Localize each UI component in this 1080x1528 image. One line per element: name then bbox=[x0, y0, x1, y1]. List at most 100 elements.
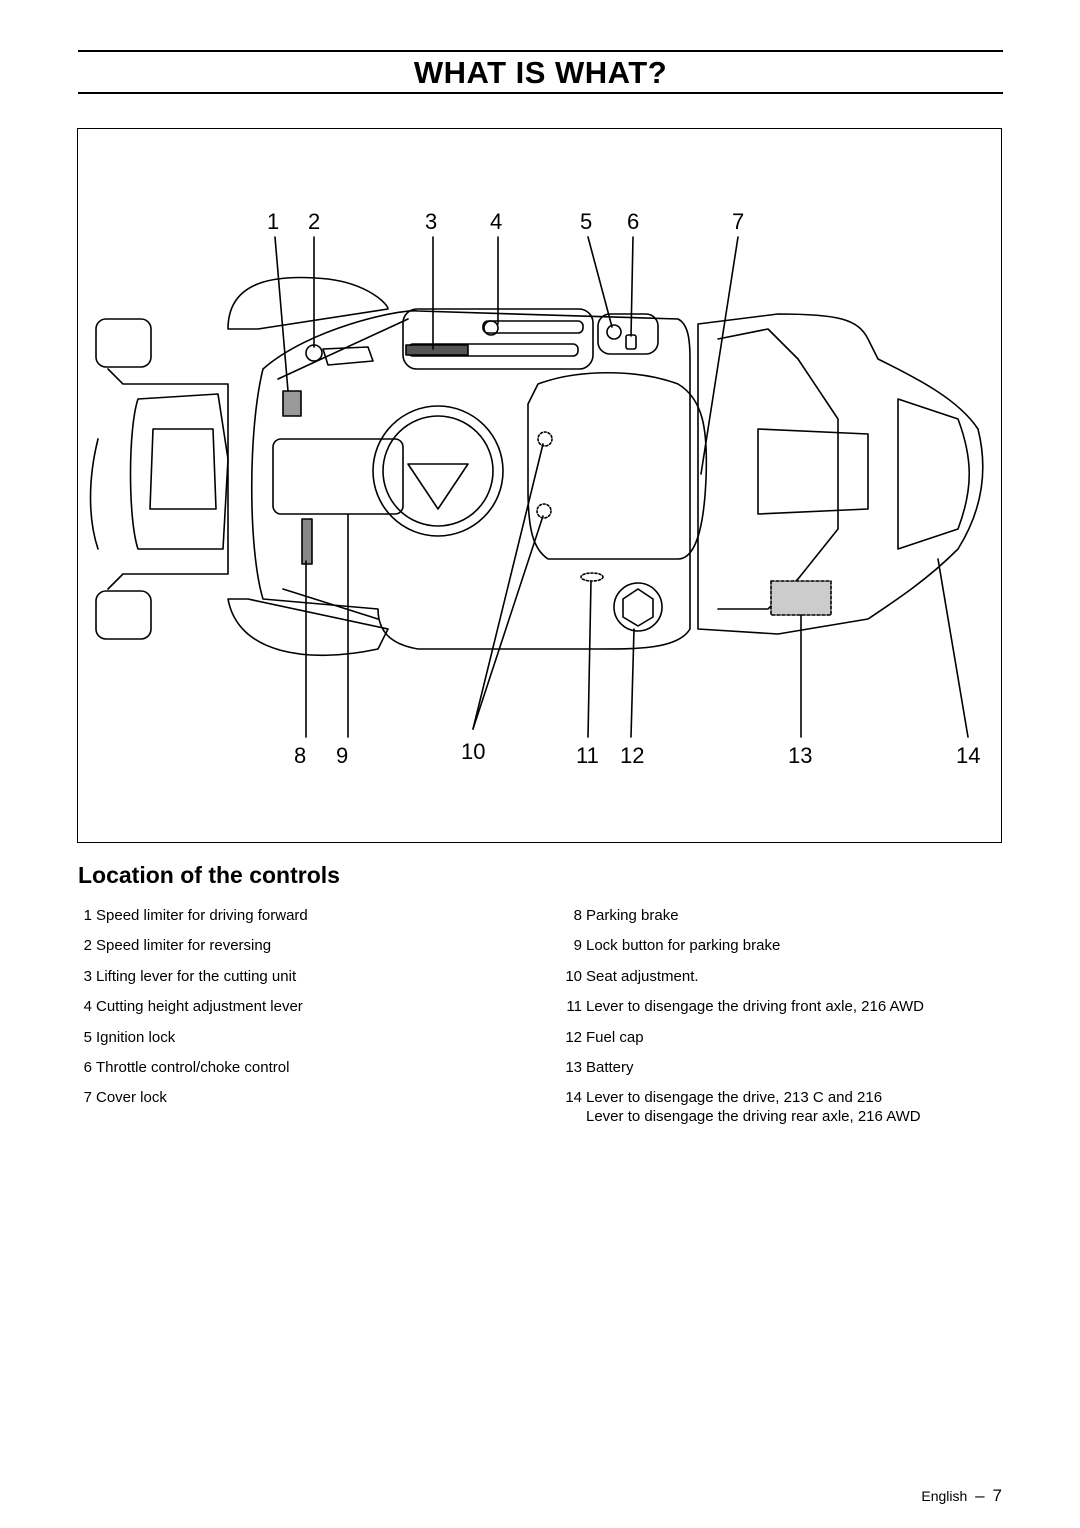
fuel-cap bbox=[613, 582, 663, 632]
footer-separator: – bbox=[975, 1486, 985, 1505]
legend-number: 3 bbox=[83, 967, 92, 985]
callout-line-10a bbox=[472, 443, 544, 730]
speed-limiter-reverse-lever bbox=[282, 390, 302, 417]
legend-label: Cover lock bbox=[96, 1089, 167, 1107]
seat-adjust-rear bbox=[536, 503, 552, 519]
parking-brake-pedal bbox=[301, 518, 313, 565]
legend-number: 6 bbox=[83, 1058, 92, 1076]
legend-label: Speed limiter for driving forward bbox=[96, 907, 308, 924]
callout-13: 13 bbox=[788, 743, 812, 768]
callout-6: 6 bbox=[627, 209, 639, 234]
callout-line-10b bbox=[472, 515, 544, 730]
legend-label-line1: Lever to disengage the drive, 213 C and … bbox=[586, 1089, 883, 1107]
seat-adjust-front bbox=[537, 431, 553, 447]
callout-line-12 bbox=[630, 628, 635, 738]
steering-wheel bbox=[372, 405, 504, 537]
legend-label: Throttle control/choke control bbox=[96, 1058, 290, 1076]
legend-number: 8 bbox=[573, 907, 582, 924]
callout-line-1 bbox=[274, 236, 289, 392]
throttle-control-icon bbox=[625, 334, 637, 350]
callout-8: 8 bbox=[294, 743, 306, 768]
legend-number: 9 bbox=[573, 937, 582, 955]
callout-line-14 bbox=[937, 558, 969, 738]
legend-label: Battery bbox=[586, 1058, 634, 1076]
callout-10: 10 bbox=[461, 739, 485, 764]
legend-label: Fuel cap bbox=[586, 1028, 644, 1046]
height-adjust-slot bbox=[482, 320, 584, 334]
rear-wheel-top bbox=[95, 318, 152, 368]
callout-11: 11 bbox=[576, 743, 599, 768]
mower-top-view-drawing: 1 2 3 4 5 6 7 8 9 10 11 12 13 14 bbox=[89, 209, 984, 768]
engine-hood bbox=[697, 313, 984, 635]
legend-number: 5 bbox=[83, 1028, 92, 1046]
callout-5: 5 bbox=[580, 209, 592, 234]
callout-7: 7 bbox=[732, 209, 744, 234]
legend-number: 4 bbox=[83, 998, 92, 1016]
callout-4: 4 bbox=[490, 209, 502, 234]
callout-line-5 bbox=[587, 236, 613, 328]
callout-14: 14 bbox=[956, 743, 980, 768]
seat bbox=[527, 372, 708, 560]
height-adjust-knob bbox=[483, 320, 499, 336]
callout-3: 3 bbox=[425, 209, 437, 234]
callout-line-7 bbox=[700, 236, 739, 475]
legend-label: Seat adjustment. bbox=[586, 967, 699, 985]
legend-label: Lever to disengage the drive, 213 C and … bbox=[586, 1088, 921, 1126]
rear-wheel-bottom bbox=[95, 590, 152, 640]
callout-12: 12 bbox=[620, 743, 644, 768]
rear-hood bbox=[129, 393, 229, 550]
footer-language: English bbox=[921, 1488, 968, 1504]
rear-frame bbox=[107, 368, 229, 590]
awd-lever bbox=[580, 572, 604, 582]
front-grille bbox=[897, 398, 970, 550]
legend-number: 7 bbox=[83, 1089, 92, 1107]
legend-number: 10 bbox=[565, 967, 582, 985]
callout-1: 1 bbox=[267, 209, 279, 234]
callout-2: 2 bbox=[308, 209, 320, 234]
legend-label: Lock button for parking brake bbox=[586, 937, 781, 955]
callout-9: 9 bbox=[336, 743, 348, 768]
legend-number: 2 bbox=[83, 937, 92, 955]
page-title: WHAT IS WHAT? bbox=[413, 55, 668, 90]
lift-lever-handle bbox=[405, 344, 469, 356]
header-rule-bottom bbox=[78, 92, 1003, 94]
page-number: 7 bbox=[992, 1486, 1002, 1505]
legend-number: 12 bbox=[565, 1028, 582, 1046]
legend-number: 14 bbox=[565, 1089, 582, 1107]
legend-label: Lifting lever for the cutting unit bbox=[96, 967, 297, 985]
legend-number: 1 bbox=[83, 907, 92, 924]
callout-line-6 bbox=[630, 236, 634, 337]
legend-number: 13 bbox=[565, 1058, 582, 1076]
cutting-deck-outline bbox=[227, 276, 389, 330]
mower-diagram-figure: 1 2 3 4 5 6 7 8 9 10 11 12 13 14 bbox=[77, 128, 1002, 843]
legend-label: Cutting height adjustment lever bbox=[96, 998, 303, 1016]
page-footer: English – 7 bbox=[921, 1486, 1002, 1506]
legend-number: 11 bbox=[566, 998, 582, 1016]
header-rule-top bbox=[78, 50, 1003, 52]
legend-label: Lever to disengage the driving front axl… bbox=[586, 998, 924, 1016]
legend-label: Parking brake bbox=[586, 907, 679, 924]
mower-body bbox=[250, 310, 691, 650]
steering-column bbox=[272, 438, 404, 515]
callout-line-11 bbox=[587, 580, 592, 738]
legend-label-line2: Lever to disengage the driving rear axle… bbox=[586, 1108, 921, 1126]
section-heading: Location of the controls bbox=[78, 862, 340, 888]
battery bbox=[770, 580, 832, 616]
legend-label: Speed limiter for reversing bbox=[96, 937, 272, 955]
